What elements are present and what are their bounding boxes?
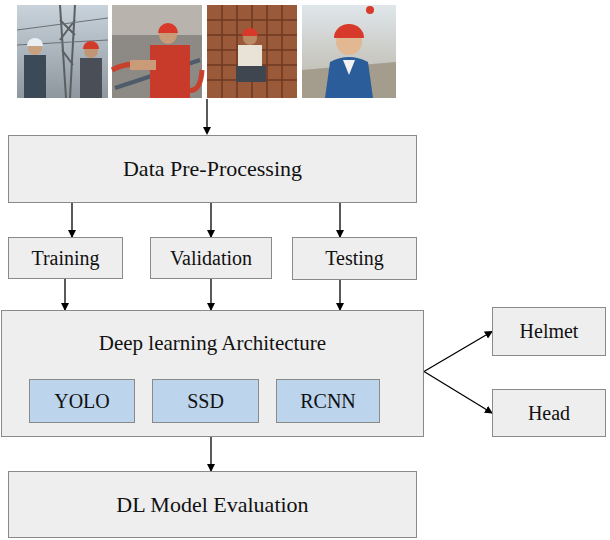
box-label: YOLO — [54, 390, 110, 413]
flow-arrow — [210, 437, 211, 471]
box-label: Training — [31, 247, 99, 270]
model-box: SSD — [152, 379, 259, 423]
box-label: SSD — [187, 390, 224, 413]
photo-machine-worker — [112, 5, 202, 98]
photo-pole-workers — [17, 5, 108, 98]
box-label: Testing — [325, 247, 384, 270]
box-label: Data Pre-Processing — [123, 156, 302, 181]
photo-arrow-line — [206, 99, 207, 128]
data-split-box: Validation — [150, 237, 272, 279]
flow-arrow — [339, 203, 340, 237]
evaluation-box: DL Model Evaluation — [8, 471, 417, 538]
flow-arrow — [210, 203, 211, 237]
flow-arrow — [64, 279, 65, 310]
box-label: DL Model Evaluation — [116, 492, 308, 517]
architecture-group: Deep learning ArchitectureYOLO SSD RCNN — [1, 310, 424, 437]
group-title: Deep learning Architecture — [2, 331, 423, 355]
box-label: Helmet — [520, 320, 579, 343]
box-label: RCNN — [300, 390, 356, 413]
flow-arrow — [339, 280, 340, 310]
process-box: Data Pre-Processing — [8, 135, 417, 203]
photo-portrait-worker — [302, 5, 396, 98]
photo-rebar-worker — [207, 5, 297, 98]
data-split-box: Training — [8, 237, 123, 279]
output-class-box: Helmet — [492, 307, 606, 356]
model-box: YOLO — [29, 379, 135, 423]
box-label: Head — [528, 402, 570, 425]
model-box: RCNN — [276, 379, 380, 423]
output-class-box: Head — [492, 389, 606, 437]
flow-arrow — [210, 279, 211, 310]
photo-arrow-head — [203, 127, 211, 135]
box-label: Validation — [170, 247, 252, 270]
flow-arrow — [71, 203, 72, 237]
flow-arrow — [424, 372, 492, 414]
flow-arrow — [424, 332, 492, 372]
data-split-box: Testing — [292, 237, 417, 280]
